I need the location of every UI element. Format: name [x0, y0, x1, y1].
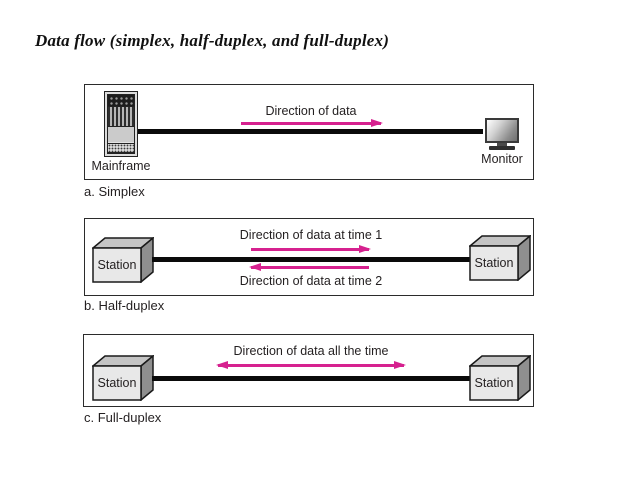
direction-label: Direction of data	[265, 104, 357, 118]
panel-simplex: Mainframe Direction of data Monitor	[84, 84, 534, 180]
monitor-neck	[497, 143, 507, 146]
station-3d-box-icon	[90, 354, 156, 402]
station-node-right: Station	[467, 234, 533, 282]
panel-caption-simplex: a. Simplex	[84, 184, 145, 199]
panel-half-duplex: Station Direction of data at time 1 Dire…	[84, 218, 534, 296]
station-3d-box-icon	[90, 236, 156, 284]
mainframe-panel	[108, 126, 134, 143]
panel-caption-full-duplex: c. Full-duplex	[84, 410, 162, 425]
station-node-left: Station	[90, 354, 156, 402]
panel-full-duplex: Station Direction of data all the time S…	[83, 334, 534, 407]
monitor-screen	[485, 118, 519, 143]
device-label-monitor: Monitor	[481, 152, 523, 166]
panel-caption-half-duplex: b. Half-duplex	[84, 298, 165, 313]
mainframe-vents	[108, 106, 134, 127]
monitor-icon	[482, 118, 522, 154]
double-headed-arrow-icon	[218, 364, 404, 367]
station-3d-box-icon	[467, 354, 533, 402]
mainframe-grille	[108, 143, 134, 153]
right-arrow-icon	[251, 248, 369, 251]
station-node-right: Station	[467, 354, 533, 402]
connection-line	[152, 257, 471, 262]
station-3d-box-icon	[467, 234, 533, 282]
mainframe-led-panel	[108, 95, 134, 107]
connection-line	[138, 129, 483, 134]
connection-line	[152, 376, 470, 381]
device-label-mainframe: Mainframe	[91, 159, 151, 173]
mainframe-case	[107, 94, 135, 154]
right-arrow-icon	[241, 122, 381, 125]
station-node-left: Station	[90, 236, 156, 284]
mainframe-icon	[104, 91, 138, 157]
direction-label-time2: Direction of data at time 2	[239, 274, 383, 288]
device-label-station: Station	[97, 376, 137, 390]
device-label-station: Station	[474, 256, 514, 270]
direction-label-all-time: Direction of data all the time	[233, 344, 389, 358]
device-label-station: Station	[97, 258, 137, 272]
page-title: Data flow (simplex, half-duplex, and ful…	[35, 31, 390, 50]
device-label-station: Station	[474, 376, 514, 390]
monitor-base	[489, 146, 515, 150]
direction-label-time1: Direction of data at time 1	[239, 228, 383, 242]
left-arrow-icon	[251, 266, 369, 269]
